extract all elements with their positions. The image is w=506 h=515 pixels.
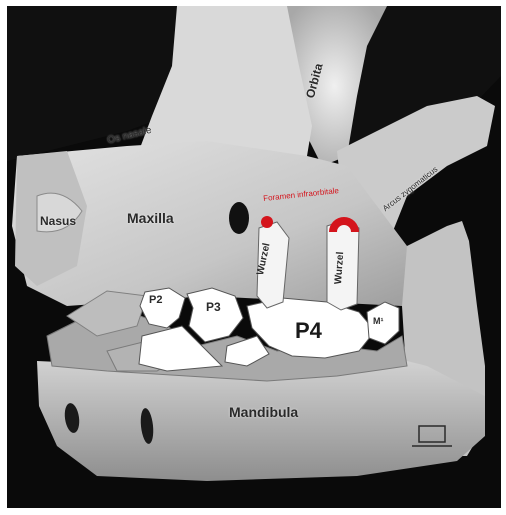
label-p2: P2 bbox=[149, 294, 162, 306]
label-p3: P3 bbox=[206, 300, 221, 314]
tooth-p3 bbox=[187, 288, 243, 342]
label-wurzel-p4: Wurzel bbox=[333, 251, 346, 284]
skull-illustration bbox=[7, 6, 501, 508]
label-p4: P4 bbox=[295, 318, 322, 344]
label-maxilla: Maxilla bbox=[127, 210, 174, 226]
foramen-marker-small bbox=[261, 216, 273, 228]
skull-photo: Os nasale Orbita Nasus Maxilla Foramen i… bbox=[7, 6, 501, 508]
label-m1: M¹ bbox=[373, 316, 384, 326]
label-mandibula: Mandibula bbox=[229, 404, 298, 420]
label-nasus: Nasus bbox=[40, 214, 76, 228]
infraorbital-foramen bbox=[229, 202, 249, 234]
